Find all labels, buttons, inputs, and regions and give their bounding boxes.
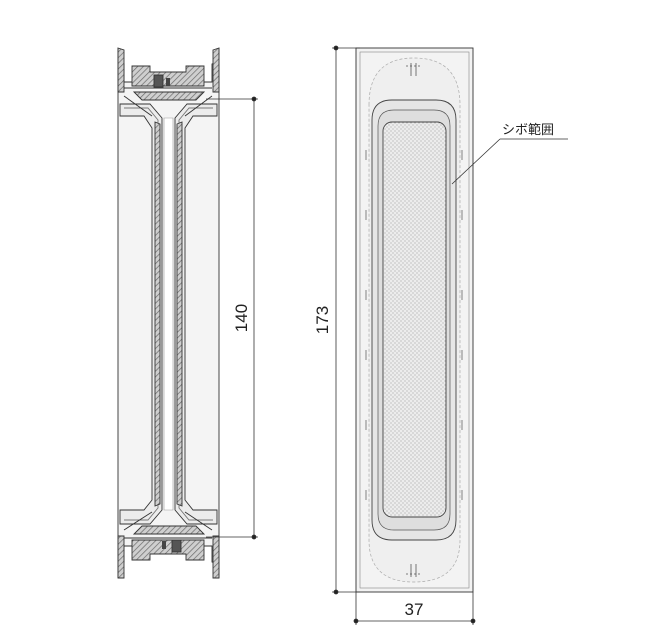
front-view	[355, 47, 474, 593]
section-inner-cavity	[163, 117, 174, 511]
dimension-173	[332, 45, 360, 595]
section-top-screw	[153, 74, 164, 88]
dim-37-label: 37	[405, 600, 424, 619]
section-view	[117, 47, 220, 579]
section-right-wall-hatch	[212, 47, 220, 579]
section-left-wall-hatch	[117, 47, 125, 579]
front-texture-area	[382, 121, 447, 518]
dimension-140	[206, 96, 258, 540]
dim-140-label: 140	[232, 304, 251, 332]
dim-173-label: 173	[313, 306, 332, 334]
texture-area-leader	[451, 138, 568, 185]
front-bottom-screw-mark	[406, 564, 421, 577]
section-bottom-cap	[131, 539, 205, 561]
front-top-screw-mark	[406, 63, 421, 76]
section-bottom-screw	[171, 539, 182, 553]
texture-area-label: シボ範囲	[502, 123, 554, 138]
dimension-37	[353, 592, 476, 625]
